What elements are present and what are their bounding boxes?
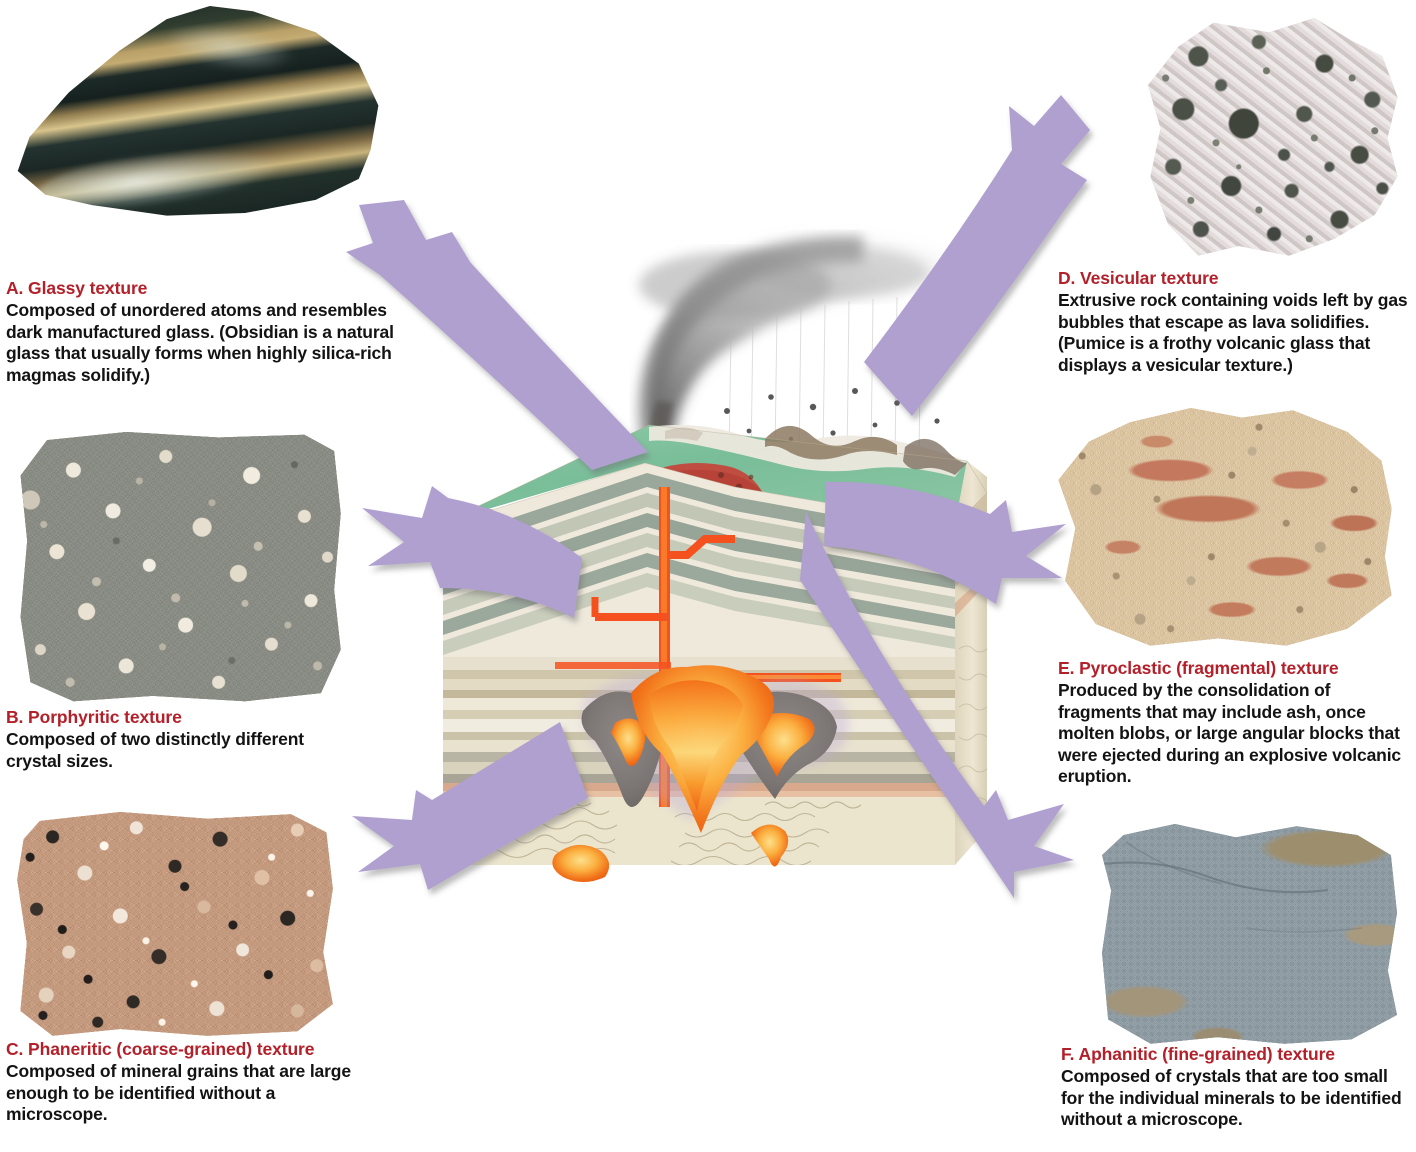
porphyritic-specimen — [14, 432, 344, 704]
caption-vesicular-title: D. Vesicular texture — [1058, 268, 1219, 288]
caption-vesicular: D. Vesicular texture Extrusive rock cont… — [1058, 268, 1410, 376]
caption-glassy-body: Composed of unordered atoms and resemble… — [6, 300, 394, 385]
caption-aphanitic: F. Aphanitic (fine-grained) texture Comp… — [1061, 1044, 1413, 1131]
caption-porphyritic-body: Composed of two distinctly different cry… — [6, 729, 304, 771]
caption-aphanitic-title: F. Aphanitic (fine-grained) texture — [1061, 1044, 1335, 1064]
basalt-fractures — [1102, 824, 1397, 1044]
volcano-block-diagram — [435, 225, 995, 885]
obsidian-specimen — [6, 6, 398, 268]
caption-glassy-title: A. Glassy texture — [6, 278, 148, 298]
caption-glassy: A. Glassy texture Composed of unordered … — [6, 278, 416, 386]
porphyritic-phenocrysts — [20, 432, 341, 702]
caption-porphyritic-title: B. Porphyritic texture — [6, 707, 182, 727]
caption-phaneritic-title: C. Phaneritic (coarse-grained) texture — [6, 1039, 315, 1059]
pumice-specimen — [1148, 18, 1400, 258]
pumice-vesicles — [1148, 18, 1398, 256]
caption-phaneritic-body: Composed of mineral grains that are larg… — [6, 1061, 351, 1124]
ash-plume — [637, 235, 975, 455]
caption-pyroclastic-title: E. Pyroclastic (fragmental) texture — [1058, 658, 1339, 678]
caption-aphanitic-body: Composed of crystals that are too small … — [1061, 1066, 1402, 1129]
block-right-face — [955, 461, 988, 865]
caption-phaneritic: C. Phaneritic (coarse-grained) texture C… — [6, 1039, 381, 1126]
caption-porphyritic: B. Porphyritic texture Composed of two d… — [6, 707, 356, 772]
granite-specimen — [14, 812, 336, 1038]
caption-pyroclastic: E. Pyroclastic (fragmental) texture Prod… — [1058, 658, 1416, 788]
caption-vesicular-body: Extrusive rock containing voids left by … — [1058, 290, 1408, 375]
magma-conduit — [555, 487, 841, 807]
basalt-specimen — [1096, 824, 1400, 1046]
caption-pyroclastic-body: Produced by the consolidation of fragmen… — [1058, 680, 1402, 786]
tuff-fragments — [1058, 408, 1392, 646]
granite-mineral-grains — [17, 812, 333, 1036]
tuff-specimen — [1055, 408, 1395, 648]
